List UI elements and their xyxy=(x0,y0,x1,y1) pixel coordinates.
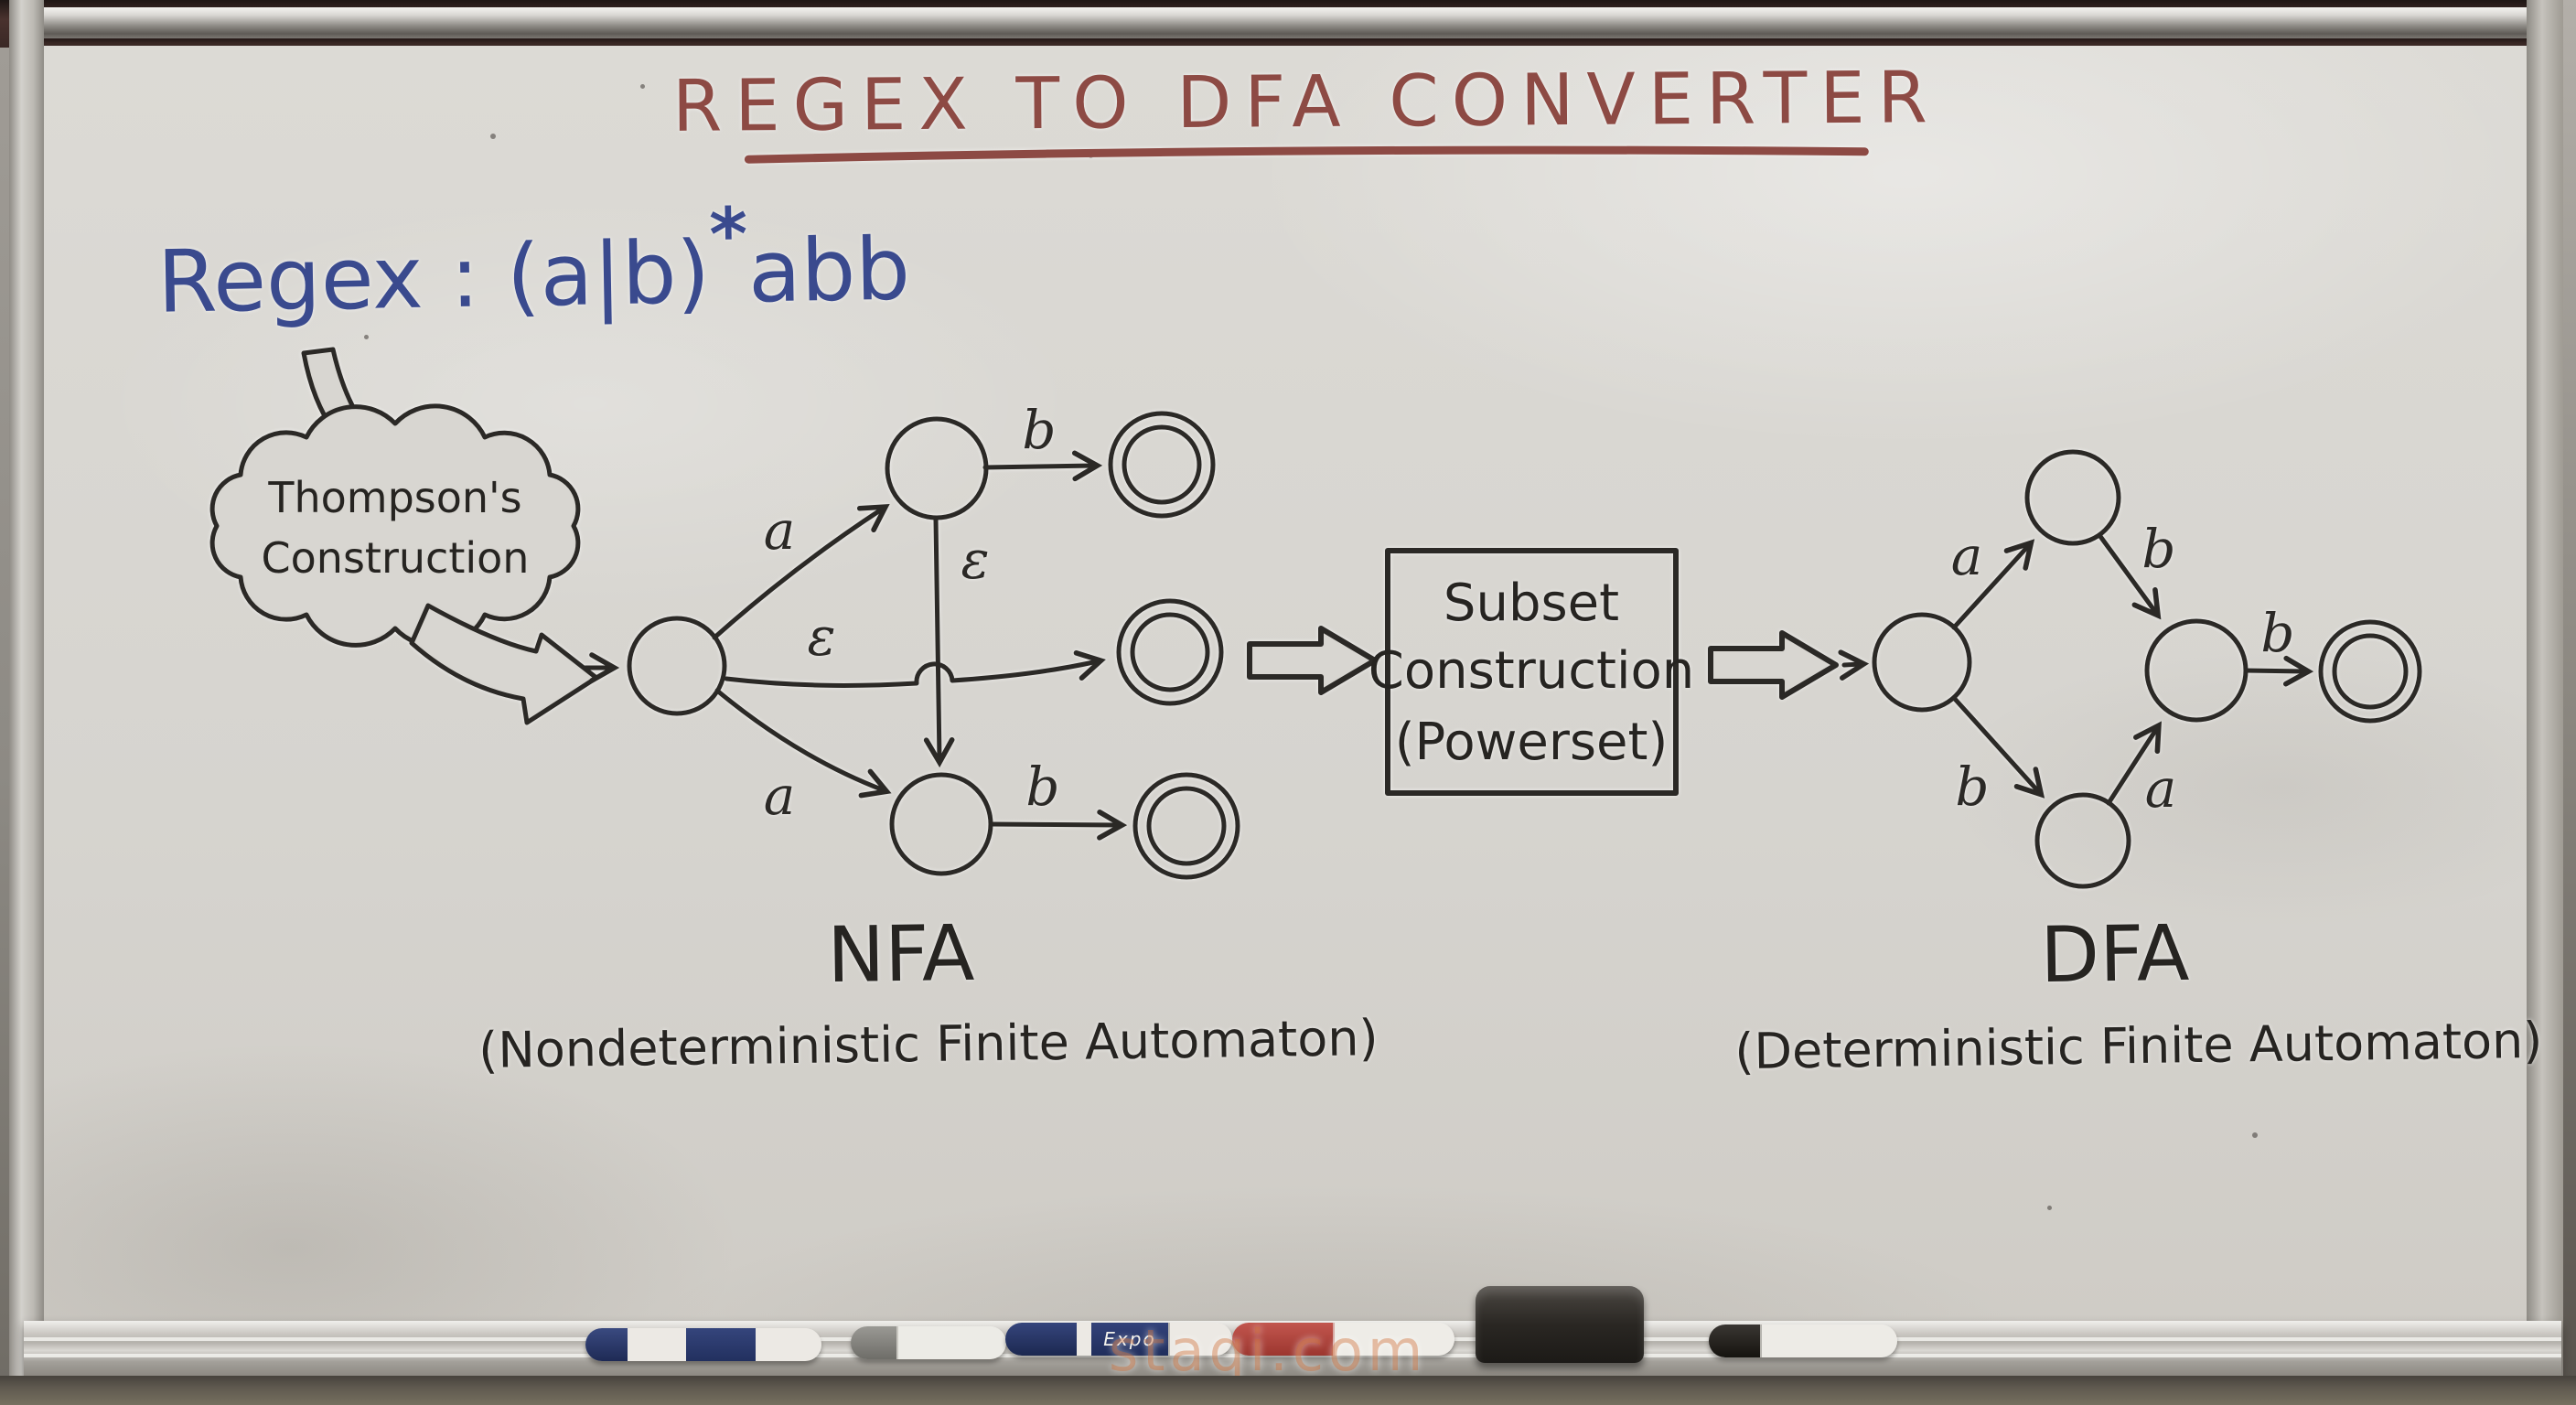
nfa-label-b-top: b xyxy=(1022,399,1056,461)
nfa-caption: NFA xyxy=(827,908,975,1000)
whiteboard-frame-right xyxy=(2527,0,2565,1383)
marker-body xyxy=(628,1328,686,1361)
wall-right-edge xyxy=(2563,0,2576,1405)
regex-star: * xyxy=(709,192,748,278)
nfa-label-epsilon-vertical: ε xyxy=(961,529,989,591)
dfa-label-b-lower: b xyxy=(1955,756,1989,818)
marker-ring xyxy=(1077,1323,1091,1356)
marker-cap xyxy=(851,1326,896,1359)
board-speck xyxy=(640,84,645,89)
nfa-label-b-bottom: b xyxy=(1025,756,1059,818)
marker-cap xyxy=(1005,1323,1077,1356)
nfa-accept-mid xyxy=(1116,598,1224,706)
box-text-line3: (Powerset) xyxy=(1395,713,1669,772)
dfa-start-arrow xyxy=(1838,649,1870,681)
photo-watermark: staqi.com xyxy=(1109,1317,1428,1384)
nfa-state-bottom xyxy=(889,772,993,876)
dfa-label-a-lower-right: a xyxy=(2145,757,2177,820)
nfa-subcaption: (Nondeterministic Finite Automaton) xyxy=(478,1009,1379,1079)
marker-blue-white xyxy=(585,1328,821,1361)
cloud-outline xyxy=(209,403,581,649)
nfa-edge-top-accept xyxy=(982,450,1103,482)
marker-label xyxy=(1232,1323,1333,1356)
marker-body xyxy=(756,1328,821,1361)
dfa-state-start xyxy=(1872,612,1972,713)
dfa-edge-bottom-mid xyxy=(2106,721,2162,806)
nfa-edge-start-bottom xyxy=(714,688,892,799)
regex-expression: Regex : (a|b)*abb xyxy=(156,188,911,332)
dfa-state-top xyxy=(2024,449,2121,546)
whiteboard-top-rail xyxy=(0,0,2576,48)
marker-label xyxy=(686,1328,756,1361)
box-text-line1: Subset xyxy=(1444,574,1619,633)
dfa-label-a-upper: a xyxy=(1951,525,1983,587)
subset-construction-box: Subset Construction (Powerset) xyxy=(1368,548,1695,796)
nfa-state-top xyxy=(885,416,989,520)
board-speck xyxy=(490,134,496,139)
top-rail-chrome-bar xyxy=(22,7,2543,38)
page-title: REGEX TO DFA CONVERTER xyxy=(672,57,1940,148)
nfa-accept-bottom xyxy=(1132,772,1240,880)
nfa-diagram: a a ε ε b b NFA (Nondeterministic Finite… xyxy=(478,399,1379,1079)
dfa-caption: DFA xyxy=(2040,908,2190,1000)
cloud-text-line2: Construction xyxy=(262,533,530,583)
nfa-accept-top xyxy=(1108,411,1216,519)
nfa-edge-start-mid xyxy=(724,650,1106,688)
board-speck xyxy=(364,335,369,339)
dfa-label-b-accept: b xyxy=(2260,602,2294,664)
nfa-label-a-top: a xyxy=(764,499,796,562)
box-to-dfa-block-arrow xyxy=(1708,630,1839,700)
marker-cap xyxy=(1709,1325,1760,1357)
marker-brand-label: Expo xyxy=(1091,1323,1168,1356)
whiteboard-surface xyxy=(42,46,2528,1325)
cloud-to-nfa-block-arrow xyxy=(409,603,599,725)
nfa-edge-top-bottom xyxy=(923,517,955,768)
whiteboard-frame-left xyxy=(9,0,44,1383)
under-tray-shadow xyxy=(0,1376,2576,1405)
dfa-subcaption: (Deterministic Finite Automaton) xyxy=(1734,1012,2543,1080)
dfa-label-b-upper-right: b xyxy=(2141,518,2175,580)
nfa-edge-start-top xyxy=(712,504,890,640)
marker-black-white xyxy=(1709,1325,1897,1357)
thompsons-construction-cloud: Thompson's Construction xyxy=(209,403,581,649)
marker-body xyxy=(1760,1325,1897,1357)
marker-red-white xyxy=(1232,1323,1454,1356)
dfa-edge-start-top xyxy=(1951,539,2035,630)
dfa-accept-state xyxy=(2318,619,2422,724)
title-underline xyxy=(744,145,1869,164)
cloud-text-line1: Thompson's xyxy=(267,473,521,522)
regex-suffix: abb xyxy=(747,220,911,322)
marker-body xyxy=(896,1326,1006,1359)
nfa-to-box-block-arrow xyxy=(1247,626,1378,695)
marker-cap xyxy=(585,1328,628,1361)
nfa-label-a-bottom: a xyxy=(764,765,796,827)
dfa-edge-start-bottom xyxy=(1951,695,2045,799)
dfa-edge-mid-accept xyxy=(2243,655,2314,687)
marker-white-gray xyxy=(851,1326,1006,1359)
whiteboard-eraser xyxy=(1476,1286,1644,1363)
nfa-state-start xyxy=(627,616,727,716)
dfa-state-mid xyxy=(2144,618,2249,723)
marker-expo-blue: Expo xyxy=(1005,1323,1232,1356)
nfa-label-epsilon-mid: ε xyxy=(807,606,835,668)
tray-groove xyxy=(24,1354,2561,1357)
nfa-edge-bottom-accept xyxy=(988,810,1128,841)
board-speck xyxy=(2252,1132,2258,1138)
box-outline xyxy=(1385,548,1679,796)
marker-body xyxy=(1168,1323,1232,1356)
dfa-edge-top-mid xyxy=(2097,532,2162,620)
title-group: REGEX TO DFA CONVERTER xyxy=(672,57,1940,164)
box-text-line2: Construction xyxy=(1368,641,1695,701)
dfa-state-bottom xyxy=(2034,792,2131,889)
dfa-diagram: a b b a b DFA (Deterministic Finite Auto… xyxy=(1734,449,2543,1080)
board-speck xyxy=(2047,1206,2052,1210)
regex-prefix: Regex : (a|b) xyxy=(156,223,711,333)
marker-body xyxy=(1333,1323,1454,1356)
